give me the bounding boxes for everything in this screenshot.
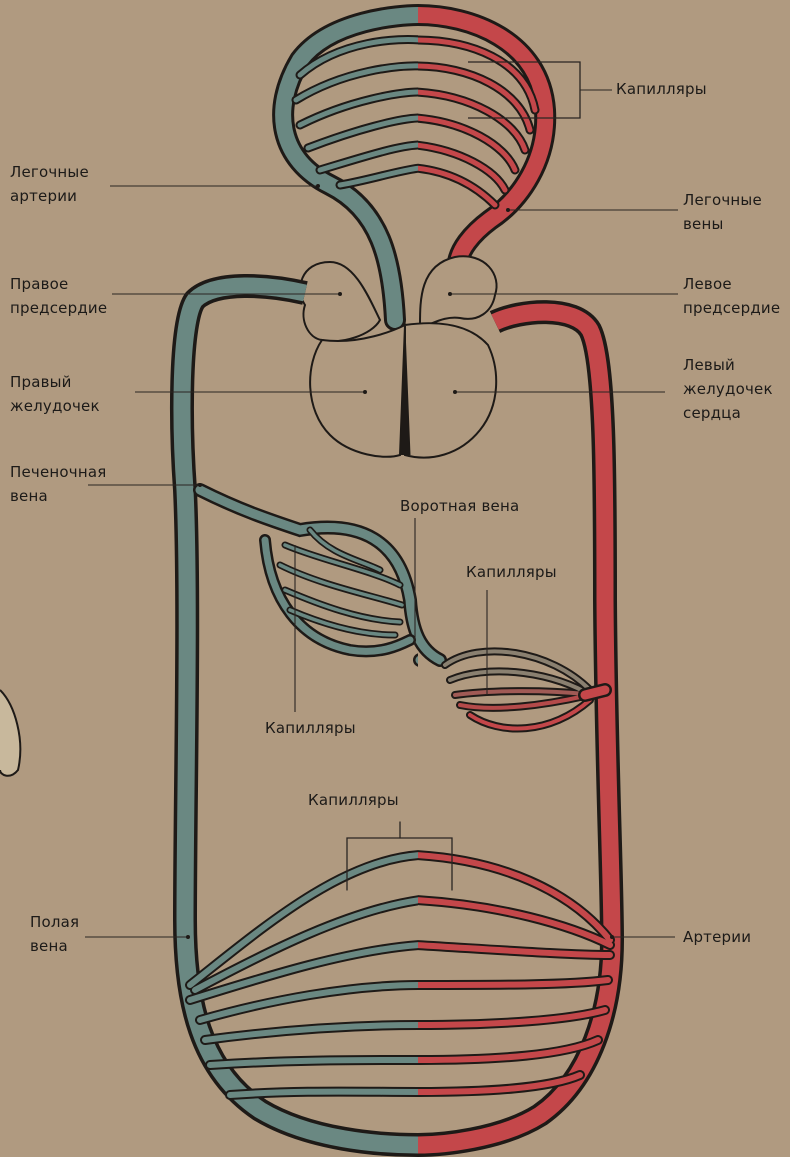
body-capillary-network (190, 822, 610, 1095)
label-body-capillaries: Капилляры (308, 788, 399, 812)
label-vena-cava: Полая вена (30, 910, 79, 958)
label-left-ventricle: Левый желудочек сердца (683, 353, 773, 425)
label-right-atrium: Правое предсердие (10, 272, 107, 320)
label-right-ventricle: Правый желудочек (10, 370, 100, 418)
label-gut-capillaries: Капилляры (466, 560, 557, 584)
bone-fragment (0, 690, 20, 776)
label-hepatic-vein: Печеночная вена (10, 460, 106, 508)
label-portal-vein: Воротная вена (400, 494, 519, 518)
label-lung-capillaries: Капилляры (616, 77, 707, 101)
label-pulmonary-arteries: Легочные артерии (10, 160, 89, 208)
label-liver-capillaries: Капилляры (265, 716, 356, 740)
label-left-atrium: Левое предсердие (683, 272, 780, 320)
label-arteries: Артерии (683, 925, 751, 949)
label-pulmonary-veins: Легочные вены (683, 188, 762, 236)
gut-capillary-network (420, 651, 605, 728)
